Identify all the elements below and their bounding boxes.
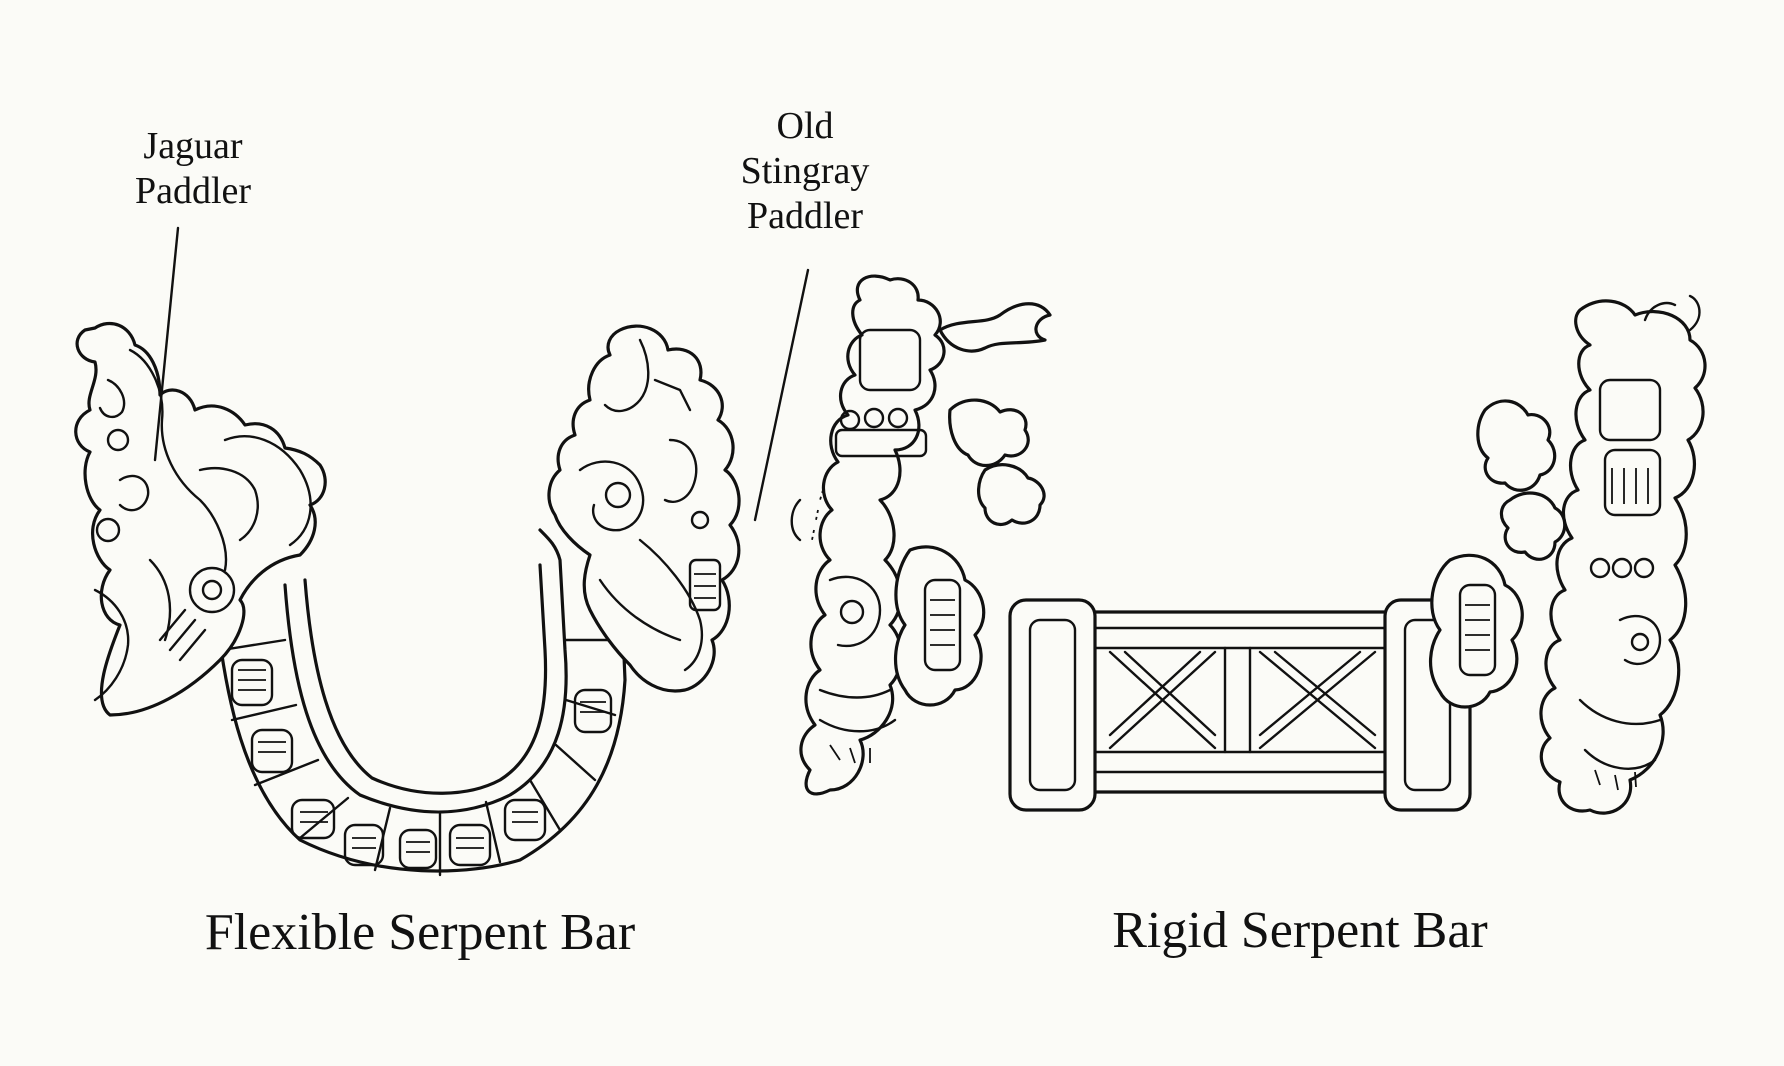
flexible-serpent-bar-caption: Flexible Serpent Bar xyxy=(204,904,636,961)
stingray-label-line-3: Paddler xyxy=(746,194,864,237)
jaguar-label-line-1: Jaguar xyxy=(143,125,243,167)
jaguar-paddler-label: Jaguar Paddler xyxy=(88,124,298,214)
stingray-label-line-2: Stingray xyxy=(740,149,870,192)
rigid-bar-left-head xyxy=(790,274,1052,796)
stingray-label-line-1: Old xyxy=(776,105,834,147)
stingray-leader-line xyxy=(753,268,810,522)
jaguar-leader-line xyxy=(153,226,180,462)
rigid-bar-right-head xyxy=(1428,294,1707,815)
jaguar-label-line-2: Paddler xyxy=(134,169,252,212)
rigid-bar-shaft xyxy=(1008,598,1472,812)
jaguar-paddler-head xyxy=(74,322,327,717)
stingray-paddler-label: Old Stingray Paddler xyxy=(700,104,910,238)
rigid-serpent-bar xyxy=(790,274,1707,815)
flexible-bar-body xyxy=(213,518,627,877)
rigid-serpent-bar-caption: Rigid Serpent Bar xyxy=(1112,902,1488,959)
stingray-paddler-head xyxy=(547,324,741,693)
flexible-serpent-bar xyxy=(74,226,810,877)
